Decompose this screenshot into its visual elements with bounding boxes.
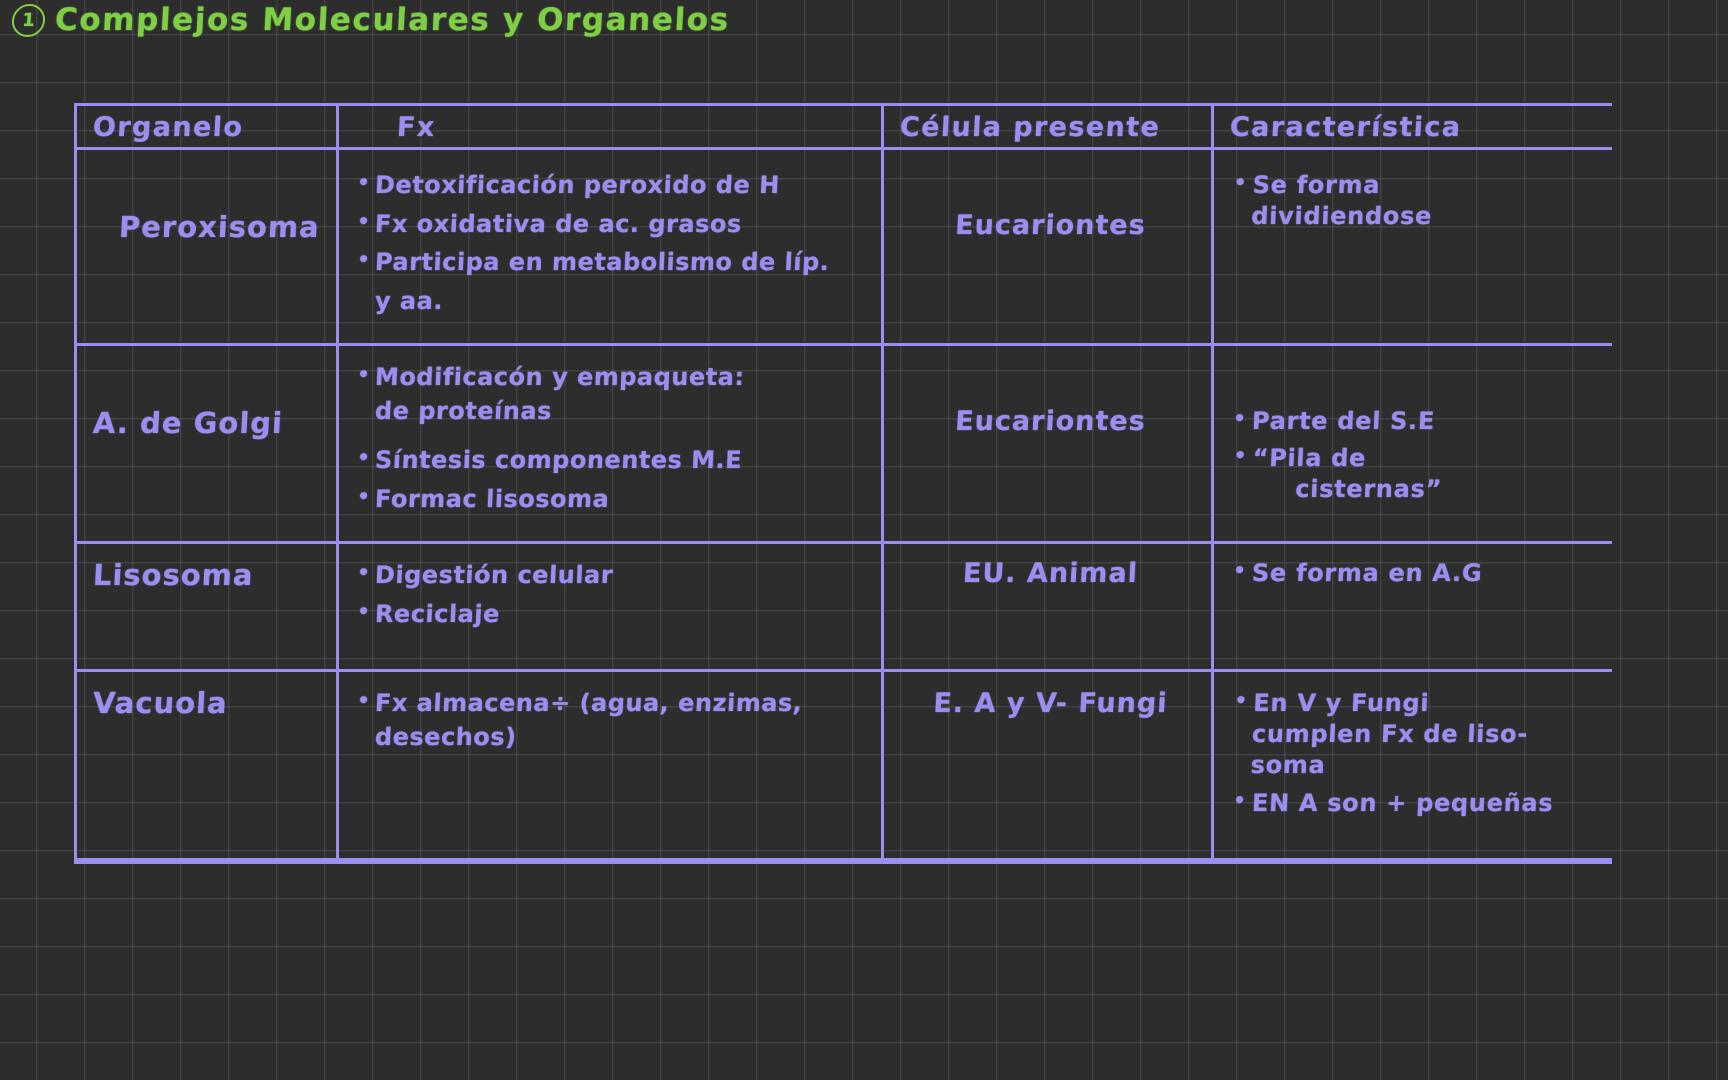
cell-fx: Detoxificación peroxido de H Fx oxidativ… [339, 150, 884, 343]
organelle-name: Lisosoma [92, 558, 255, 592]
organelle-name: Vacuola [92, 686, 229, 720]
cell-caracteristica: Se forma en A.G [1214, 544, 1615, 669]
caracteristica-main: EN A son + pequeñas [1251, 788, 1554, 817]
caracteristica-item: “Pila de cisternas” [1229, 443, 1607, 505]
header-cell-organelo: Organelo [77, 106, 339, 147]
header-cell-fx: Fx [339, 106, 884, 147]
cell-caracteristica: Se forma dividiendose [1214, 150, 1615, 343]
title-number-badge: 1 [10, 3, 47, 37]
fx-bullet: Fx almacena÷ (agua, enzimas, [354, 688, 871, 720]
cell-celula: E. A y V- Fungi [884, 672, 1214, 858]
table-header-row: Organelo Fx Célula presente Característi… [77, 106, 1612, 150]
header-cell-celula: Célula presente [884, 106, 1214, 147]
fx-bullet-list: Detoxificación peroxido de H Fx oxidativ… [355, 170, 871, 318]
caracteristica-item: Se forma dividiendose [1229, 170, 1607, 232]
fx-bullet: Detoxificación peroxido de H [354, 170, 871, 202]
table-row: Lisosoma Digestión celular Reciclaje EU.… [77, 544, 1612, 672]
header-cell-caracteristica: Característica [1214, 106, 1615, 147]
caracteristica-list: Se forma en A.G [1230, 558, 1605, 589]
caracteristica-sub: cisternas” [1294, 475, 1443, 504]
caracteristica-main: Parte del S.E [1251, 407, 1436, 435]
organelle-name: Peroxisoma [118, 210, 321, 244]
title-text: Complejos Moleculares y Organelos [54, 2, 731, 38]
cell-organelo: Lisosoma [77, 544, 339, 669]
header-label-fx: Fx [396, 112, 437, 143]
cell-organelo: Peroxisoma [77, 150, 339, 343]
organelle-name: A. de Golgi [92, 406, 284, 440]
fx-bullet: Participa en metabolismo de líp. [354, 247, 871, 279]
fx-bullet: Digestión celular [354, 560, 871, 592]
fx-bullet: Modificacón y empaqueta: [354, 362, 871, 394]
celula-value: EU. Animal [962, 558, 1139, 589]
cell-caracteristica: Parte del S.E “Pila de cisternas” [1214, 346, 1615, 541]
caracteristica-sub2: soma [1250, 751, 1327, 780]
caracteristica-list: Se forma dividiendose [1230, 170, 1605, 232]
caracteristica-main: En V y Fungi [1252, 689, 1430, 717]
fx-bullet-list: Modificacón y empaqueta: de proteínas Sí… [355, 362, 871, 516]
cell-fx: Modificacón y empaqueta: de proteínas Sí… [339, 346, 884, 541]
page-title: 1 Complejos Moleculares y Organelos [10, 2, 731, 38]
caracteristica-item: Parte del S.E [1229, 406, 1605, 437]
caracteristica-item: En V y Fungi cumplen Fx de liso- soma [1228, 688, 1607, 782]
cell-caracteristica: En V y Fungi cumplen Fx de liso- soma EN… [1214, 672, 1615, 858]
celula-value: Eucariontes [954, 210, 1147, 241]
caracteristica-list: En V y Fungi cumplen Fx de liso- soma EN… [1230, 688, 1605, 819]
header-label-caracteristica: Característica [1229, 112, 1463, 143]
caracteristica-sub: dividiendose [1250, 202, 1433, 231]
fx-bullet: Reciclaje [354, 599, 871, 631]
caracteristica-main: Se forma en A.G [1251, 559, 1483, 587]
fx-bullet: Síntesis componentes M.E [354, 445, 871, 477]
fx-bullet: Fx oxidativa de ac. grasos [354, 209, 871, 241]
caracteristica-item: EN A son + pequeñas [1229, 788, 1605, 819]
celula-value: Eucariontes [954, 406, 1147, 437]
caracteristica-list: Parte del S.E “Pila de cisternas” [1230, 406, 1605, 506]
caracteristica-main: Se forma [1252, 171, 1381, 199]
fx-bullet-continuation: desechos) [374, 722, 518, 751]
caracteristica-main: “Pila de [1252, 444, 1367, 473]
fx-bullet-list: Fx almacena÷ (agua, enzimas, desechos) [355, 688, 871, 753]
cell-fx: Fx almacena÷ (agua, enzimas, desechos) [339, 672, 884, 858]
header-label-celula: Célula presente [899, 112, 1162, 143]
caracteristica-sub: cumplen Fx de liso- [1251, 720, 1529, 749]
cell-organelo: A. de Golgi [77, 346, 339, 541]
fx-bullet-continuation: de proteínas [374, 396, 553, 425]
organelles-table: Organelo Fx Célula presente Característi… [74, 103, 1612, 864]
cell-celula: EU. Animal [884, 544, 1214, 669]
fx-bullet-continuation: y aa. [374, 287, 444, 316]
header-label-organelo: Organelo [92, 112, 245, 143]
table-row: Vacuola Fx almacena÷ (agua, enzimas, des… [77, 672, 1612, 861]
cell-fx: Digestión celular Reciclaje [339, 544, 884, 669]
cell-celula: Eucariontes [884, 150, 1214, 343]
fx-bullet: Formac lisosoma [354, 484, 871, 516]
table-row: A. de Golgi Modificacón y empaqueta: de … [77, 346, 1612, 544]
fx-bullet-list: Digestión celular Reciclaje [355, 560, 871, 630]
table-row: Peroxisoma Detoxificación peroxido de H … [77, 150, 1612, 346]
cell-celula: Eucariontes [884, 346, 1214, 541]
caracteristica-item: Se forma en A.G [1229, 558, 1605, 589]
cell-organelo: Vacuola [77, 672, 339, 858]
celula-value: E. A y V- Fungi [932, 688, 1169, 719]
